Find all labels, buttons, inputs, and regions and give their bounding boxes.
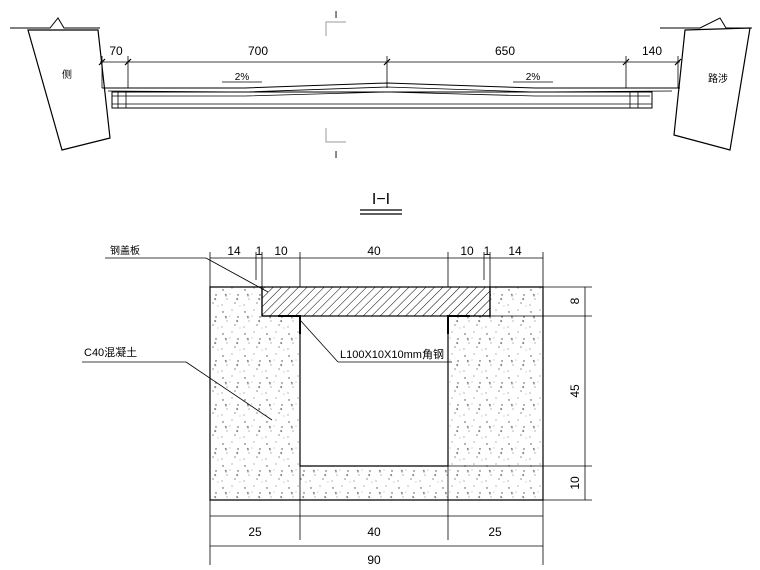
right-dim-10: 10 — [568, 476, 582, 490]
detail-right-dimensions: 8 45 10 — [448, 286, 592, 501]
cover-plate-label: 钢盖板 — [110, 244, 140, 257]
road-section: 侧 路涉 70 700 650 140 — [10, 10, 752, 161]
top-dim-10-left: 10 — [274, 244, 288, 258]
right-dim-45: 45 — [568, 384, 582, 398]
top-dim-14-right: 14 — [508, 244, 522, 258]
concrete-label: C40混凝土 — [84, 345, 137, 359]
right-embankment: 路涉 — [660, 17, 752, 151]
annotations: 钢盖板 C40混凝土 L100X10X10mm角钢 — [82, 244, 452, 421]
width-70: 70 — [109, 44, 123, 58]
left-embankment: 侧 — [10, 17, 111, 151]
total-width: 90 — [367, 553, 381, 567]
right-dim-8: 8 — [568, 297, 582, 304]
width-650: 650 — [495, 44, 515, 58]
road-surface: 2% 2% — [102, 72, 680, 109]
concrete-body — [209, 286, 544, 501]
top-dim-40: 40 — [367, 244, 381, 258]
top-dimension-line: 70 700 650 140 — [98, 44, 682, 88]
section-cut-marker: I I — [325, 10, 346, 161]
bottom-dim-25-right: 25 — [488, 525, 502, 539]
top-dim-1-right: 1 — [484, 244, 491, 258]
angle-steel — [278, 315, 470, 334]
section-title-group: I−I — [360, 191, 402, 215]
top-dim-14-left: 14 — [227, 244, 241, 258]
detail-top-dimensions: 14 1 10 40 10 1 14 — [209, 244, 544, 287]
right-side-label: 路涉 — [708, 72, 728, 85]
steel-cover-plate — [261, 286, 491, 317]
cut-marker-top: I — [335, 10, 338, 21]
bottom-dim-25-left: 25 — [248, 525, 262, 539]
slope-right: 2% — [526, 72, 541, 83]
width-700: 700 — [248, 44, 268, 58]
angle-steel-label: L100X10X10mm角钢 — [340, 348, 444, 361]
detail-bottom-dimensions: 25 40 25 90 — [209, 466, 544, 567]
left-side-label: 侧 — [62, 68, 72, 81]
width-140: 140 — [642, 44, 662, 58]
top-dim-1-left: 1 — [256, 244, 263, 258]
slope-left: 2% — [235, 72, 250, 83]
cut-marker-bottom: I — [335, 150, 338, 161]
trench-detail: 钢盖板 C40混凝土 L100X10X10mm角钢 14 1 10 40 10 … — [82, 244, 592, 567]
section-title: I−I — [372, 191, 390, 208]
bottom-dim-40: 40 — [367, 525, 381, 539]
top-dim-10-right: 10 — [460, 244, 474, 258]
